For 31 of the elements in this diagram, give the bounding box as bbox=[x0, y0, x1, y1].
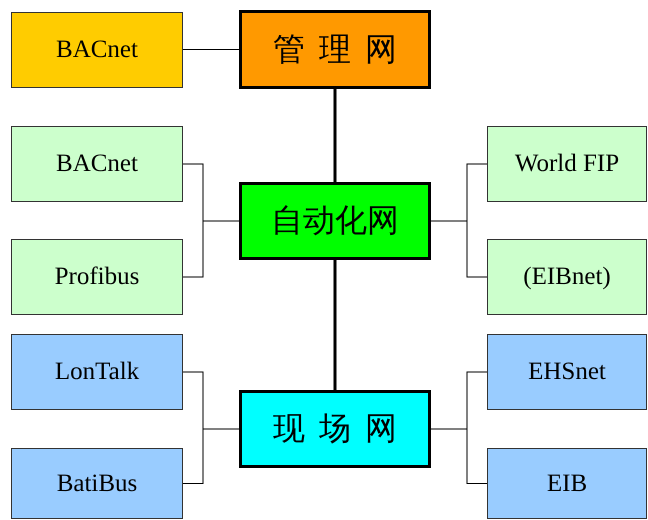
protocol-box bbox=[11, 126, 183, 202]
network-level-label: 自动化网 bbox=[271, 200, 399, 241]
protocol-box bbox=[11, 334, 183, 410]
network-level-box bbox=[239, 10, 431, 89]
protocol-label: World FIP bbox=[514, 150, 620, 178]
protocol-label: Profibus bbox=[54, 263, 140, 291]
network-level-box bbox=[239, 390, 431, 468]
connector-line bbox=[182, 428, 240, 484]
connector-line bbox=[430, 428, 488, 484]
protocol-label: BACnet bbox=[56, 150, 138, 178]
protocol-label: EIB bbox=[546, 470, 588, 498]
protocol-box bbox=[487, 334, 647, 410]
connector-line bbox=[430, 220, 488, 278]
connector-line bbox=[334, 89, 336, 182]
network-level-label: 现场网 bbox=[273, 408, 411, 449]
protocol-label: (EIBnet) bbox=[523, 263, 611, 291]
protocol-label: BACnet bbox=[56, 36, 138, 64]
protocol-box bbox=[487, 126, 647, 202]
protocol-box bbox=[487, 239, 647, 315]
protocol-label: LonTalk bbox=[54, 358, 140, 386]
connector-line bbox=[182, 220, 240, 278]
protocol-box bbox=[11, 239, 183, 315]
connector-line bbox=[182, 49, 240, 50]
connector-line bbox=[334, 260, 336, 390]
protocol-label: EHSnet bbox=[528, 358, 606, 386]
protocol-label: BatiBus bbox=[56, 470, 138, 498]
network-level-box bbox=[239, 182, 431, 260]
protocol-box bbox=[487, 448, 647, 519]
network-level-label: 管理网 bbox=[273, 28, 411, 70]
protocol-box bbox=[11, 12, 183, 88]
protocol-box bbox=[11, 448, 183, 519]
